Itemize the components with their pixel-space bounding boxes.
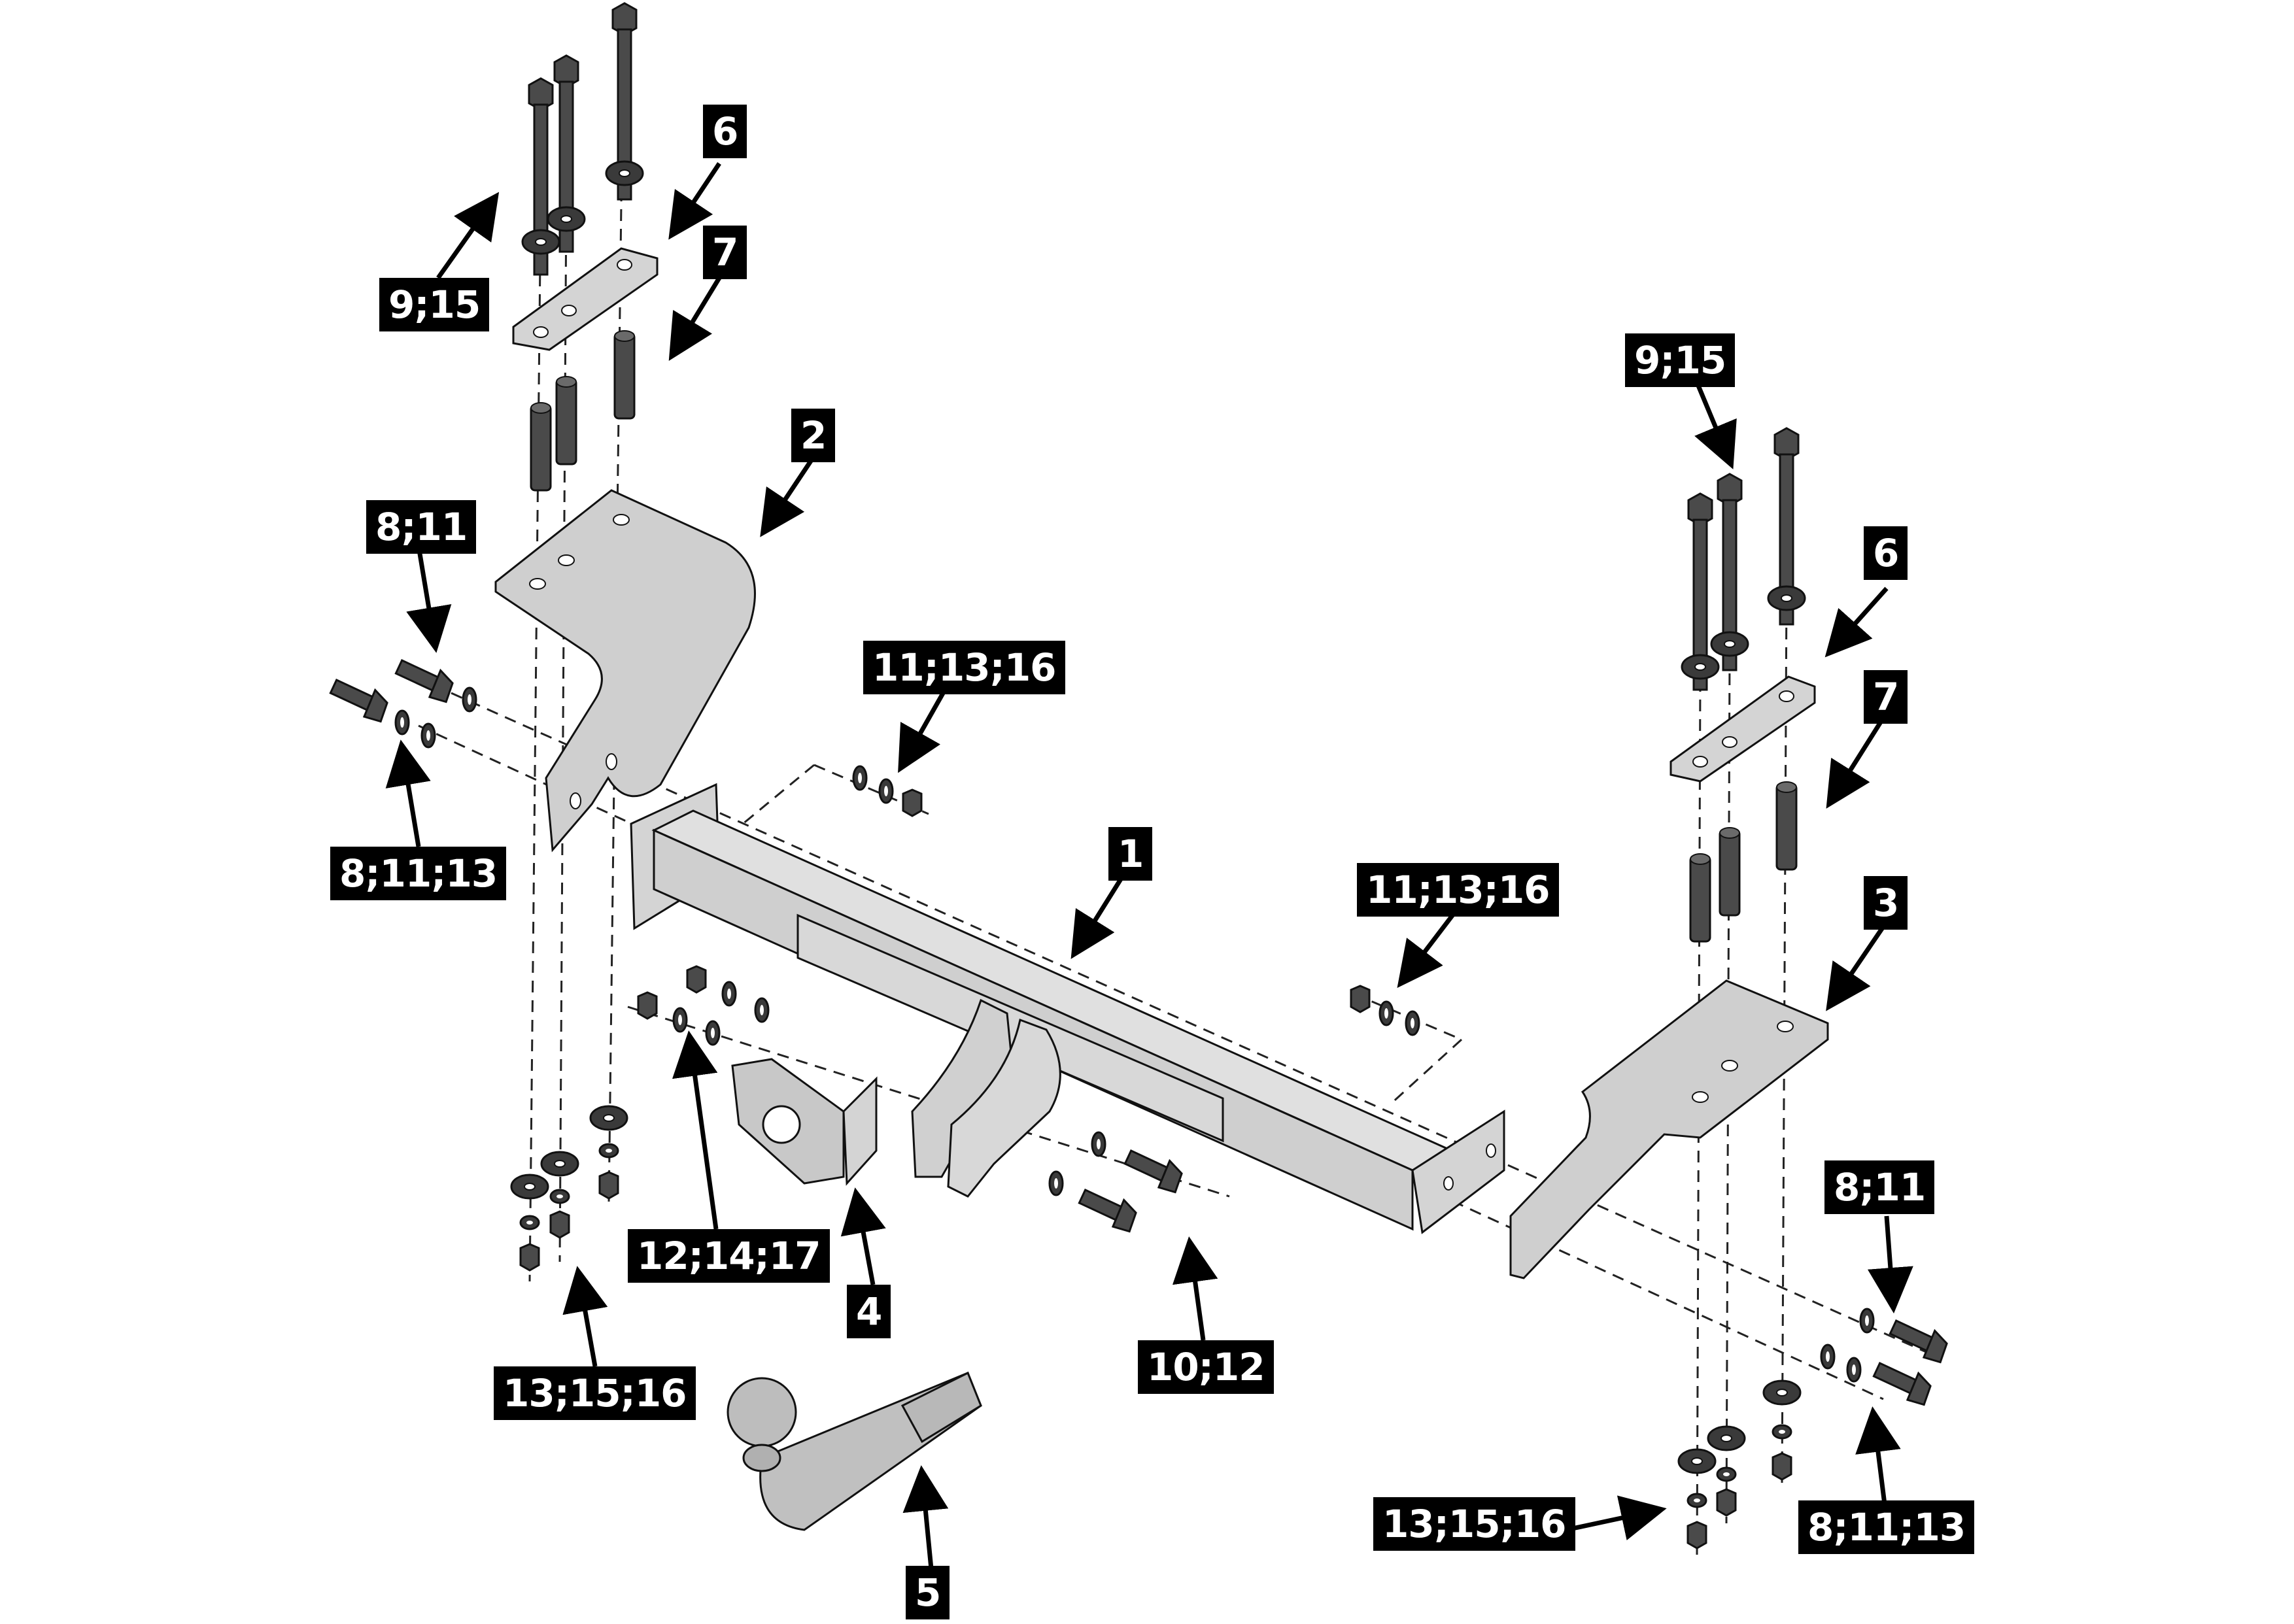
label-part-11-13-16-right: 11;13;16: [1357, 863, 1559, 917]
label-part-4: 4: [847, 1285, 891, 1338]
left-lower-hardware: [510, 1105, 628, 1272]
label-part-2: 2: [791, 409, 836, 462]
label-part-6-left: 6: [703, 105, 747, 158]
label-part-7-left: 7: [703, 226, 747, 279]
label-part-11-13-16-left: 11;13;16: [863, 641, 1065, 694]
label-part-5: 5: [906, 1566, 950, 1619]
label-part-8-11-right: 8;11: [1824, 1160, 1935, 1214]
tow-ball: [727, 1371, 982, 1531]
label-part-9-15-right: 9;15: [1625, 333, 1736, 387]
right-upper-hardware: [1669, 427, 1816, 943]
label-part-8-11-left: 8;11: [366, 500, 477, 554]
label-part-9-15-left: 9;15: [379, 278, 490, 331]
leader-arrows: [385, 162, 1913, 1576]
left-side-bolts: [329, 659, 477, 749]
left-upper-hardware: [512, 2, 659, 492]
label-part-8-11-13-left: 8;11;13: [330, 847, 507, 900]
label-part-7-right: 7: [1864, 670, 1908, 724]
label-part-13-15-16-right: 13;15;16: [1373, 1497, 1575, 1551]
left-bracket: [494, 489, 756, 853]
clamp-plate-right: [1669, 675, 1816, 783]
center-bolts: [1048, 1131, 1188, 1235]
socket-plate: [637, 965, 878, 1186]
right-bracket: [1509, 979, 1829, 1279]
label-part-10-12: 10;12: [1138, 1340, 1274, 1394]
label-part-13-15-16-left: 13;15;16: [494, 1366, 696, 1420]
label-part-12-14-17: 12;14;17: [628, 1229, 830, 1283]
right-side-bolts: [1820, 1308, 1953, 1408]
label-part-1: 1: [1108, 827, 1153, 881]
left-mid-hardware: [852, 765, 923, 817]
label-part-6-right: 6: [1864, 526, 1908, 580]
clamp-plate-left: [512, 247, 659, 351]
right-mid-hardware: [1350, 985, 1420, 1036]
main-crossbar: [630, 783, 1505, 1234]
label-part-3: 3: [1864, 876, 1908, 930]
label-part-8-11-13-right: 8;11;13: [1798, 1500, 1975, 1554]
